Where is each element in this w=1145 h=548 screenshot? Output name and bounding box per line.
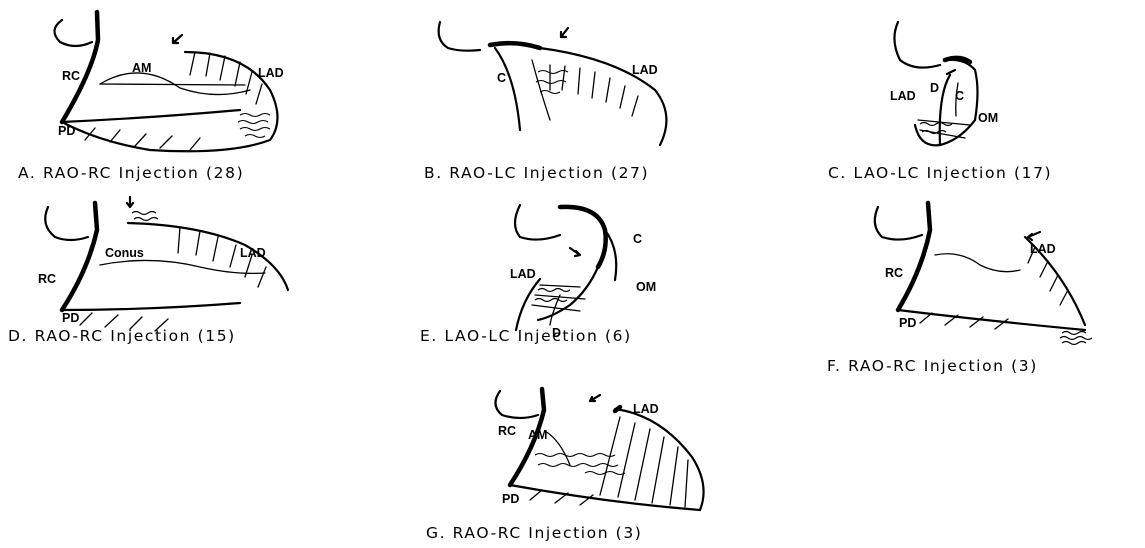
panel-b: C LAD B. RAO-LC Injection (27) [400, 0, 730, 185]
panel-e-drawing: C LAD OM D [510, 203, 656, 340]
panel-f-drawing: LAD RC PD [873, 200, 1093, 346]
panel-b-caption: B. RAO-LC Injection (27) [424, 164, 650, 182]
panel-g-drawing: LAD RC AM PD [494, 386, 705, 512]
panel-c-drawing: LAD D C OM [890, 20, 998, 147]
label-rc: RC [885, 266, 903, 280]
panel-b-drawing: C LAD [437, 20, 668, 147]
label-pd: PD [899, 316, 916, 330]
label-rc: RC [498, 424, 516, 438]
panel-c: LAD D C OM C. LAO-LC Injection (17) [820, 0, 1145, 185]
label-lad: LAD [632, 63, 658, 77]
panel-c-caption: C. LAO-LC Injection (17) [828, 164, 1053, 182]
label-c: C [497, 71, 506, 85]
panel-a-caption: A. RAO-RC Injection (28) [18, 164, 245, 182]
panel-e: C LAD OM D E. LAO-LC Injection (6) [420, 195, 750, 375]
label-lad: LAD [1030, 242, 1056, 256]
label-c: C [955, 89, 964, 103]
panel-e-caption: E. LAO-LC Injection (6) [420, 327, 632, 345]
panel-d-caption: D. RAO-RC Injection (15) [8, 327, 236, 345]
panel-a-drawing: RC AM LAD PD [53, 9, 284, 153]
label-om: OM [978, 111, 998, 125]
label-lad: LAD [633, 402, 659, 416]
label-lad: LAD [240, 246, 266, 260]
label-c: C [633, 232, 642, 246]
panel-g-caption: G. RAO-RC Injection (3) [426, 524, 643, 542]
panel-a: RC AM LAD PD A. RAO-RC Injection (28) [0, 0, 300, 185]
label-lad: LAD [258, 66, 284, 80]
panel-g: LAD RC AM PD G. RAO-RC Injection (3) [420, 385, 750, 548]
panel-d-drawing: Conus LAD RC PD [38, 195, 290, 332]
panel-f: LAD RC PD F. RAO-RC Injection (3) [800, 195, 1145, 375]
label-conus: Conus [105, 246, 144, 260]
panel-d: Conus LAD RC PD D. RAO-RC Injection (15) [0, 195, 330, 375]
label-d: D [930, 81, 939, 95]
label-d: D [552, 326, 561, 340]
panel-f-caption: F. RAO-RC Injection (3) [827, 357, 1038, 375]
label-am: AM [132, 61, 151, 75]
label-pd: PD [62, 311, 79, 325]
label-am: AM [528, 428, 547, 442]
label-rc: RC [38, 272, 56, 286]
label-om: OM [636, 280, 656, 294]
label-rc: RC [62, 69, 80, 83]
label-lad: LAD [510, 267, 536, 281]
label-lad: LAD [890, 89, 916, 103]
label-pd: PD [502, 492, 519, 506]
label-pd: PD [58, 124, 75, 138]
